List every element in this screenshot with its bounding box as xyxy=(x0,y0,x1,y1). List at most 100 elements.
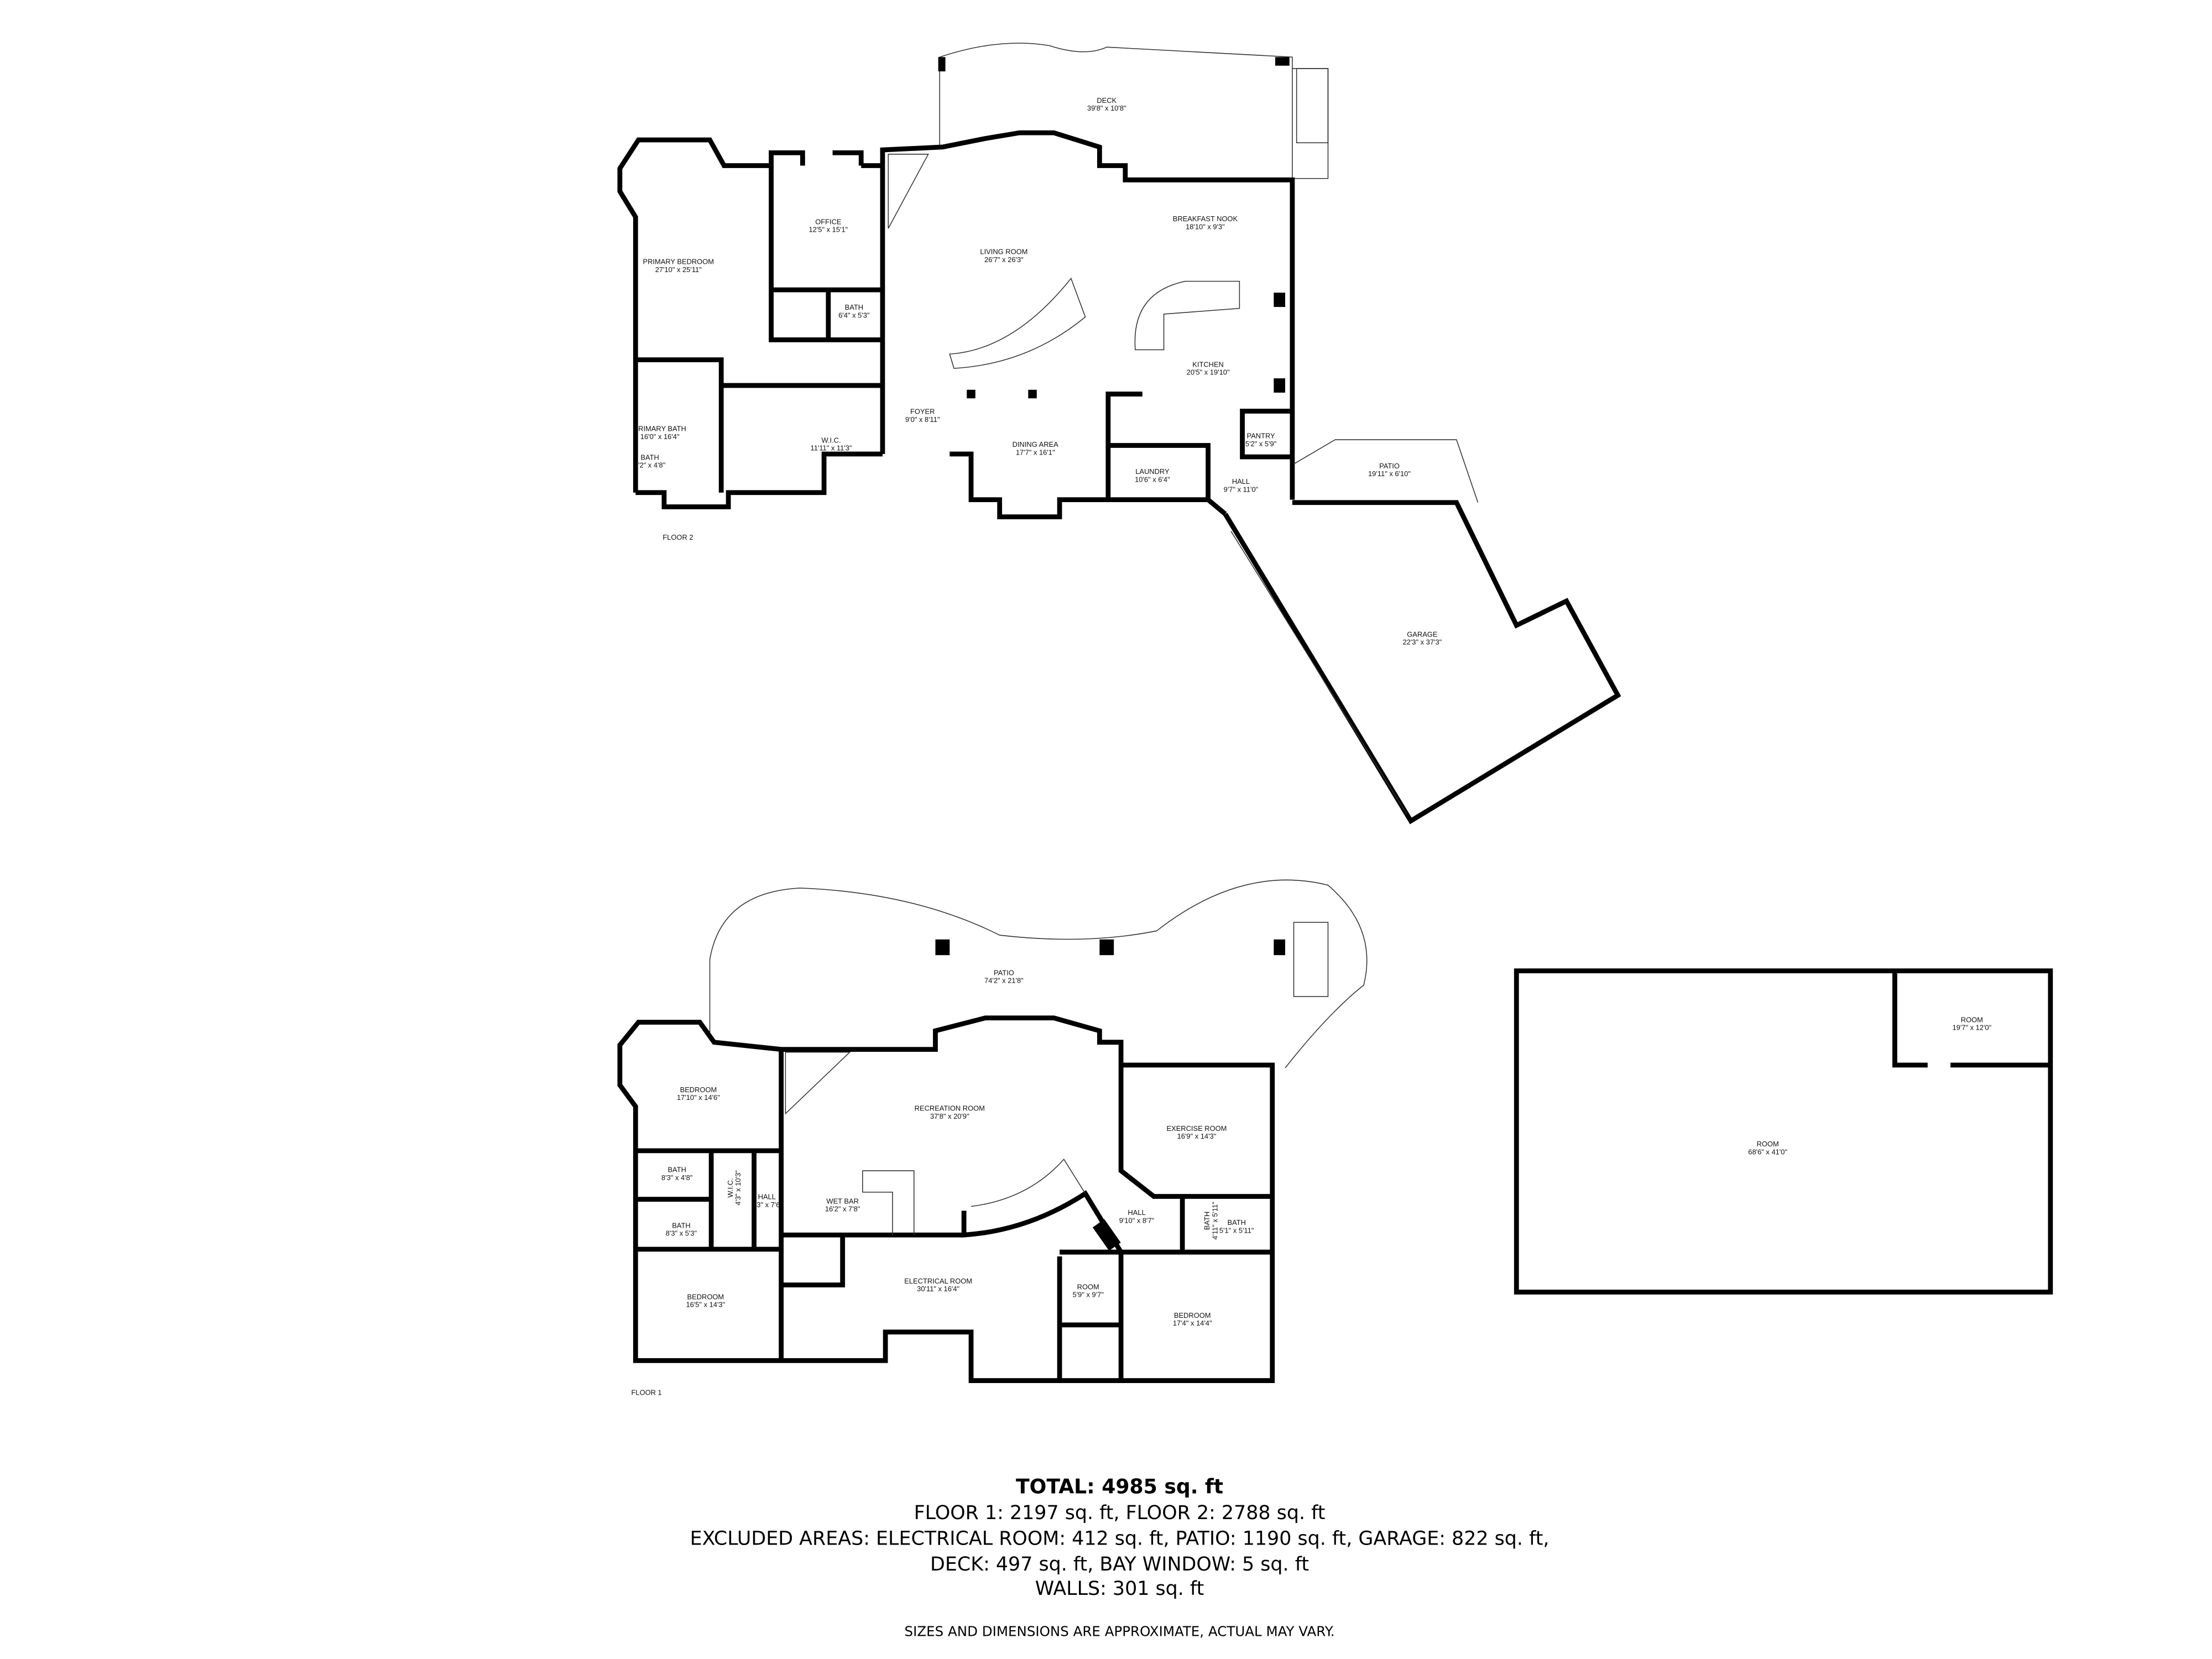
column xyxy=(1274,293,1286,307)
room-dimensions: 3'3" x 7'6" xyxy=(752,1201,783,1209)
deck-post xyxy=(1275,57,1290,66)
room-name: RECREATION ROOM xyxy=(915,1104,985,1113)
room-name: PATIO xyxy=(994,968,1014,977)
patio-stairs xyxy=(1293,922,1329,997)
column xyxy=(935,939,950,956)
room-dimensions: 4'11" x 5'11" xyxy=(1211,1202,1219,1240)
excluded-areas-line-1: EXCLUDED AREAS: ELECTRICAL ROOM: 412 sq.… xyxy=(690,1527,1550,1550)
fireplace xyxy=(785,1051,851,1115)
room-name: GARAGE xyxy=(1407,630,1438,638)
room-dimensions: 6'4" x 5'3" xyxy=(838,311,870,319)
room-dimensions: 3'2" x 4'8" xyxy=(634,461,666,469)
column xyxy=(1274,939,1286,956)
excluded-areas-line-2: DECK: 497 sq. ft, BAY WINDOW: 5 sq. ft xyxy=(930,1553,1309,1575)
room-dimensions: 8'3" x 4'8" xyxy=(661,1173,693,1182)
total-area: TOTAL: 4985 sq. ft xyxy=(1016,1475,1223,1499)
area-summary: TOTAL: 4985 sq. ft FLOOR 1: 2197 sq. ft,… xyxy=(690,1475,1550,1640)
room-dimensions: 8'3" x 5'3" xyxy=(666,1229,697,1238)
room-dimensions: 19'7" x 12'0" xyxy=(1952,1024,1991,1032)
column xyxy=(1274,378,1286,393)
garage-door-line xyxy=(1230,531,1407,815)
room-name: BATH xyxy=(845,303,863,311)
room-name: BATH xyxy=(1203,1212,1211,1230)
room-name: KITCHEN xyxy=(1192,361,1224,369)
wet-bar-counter xyxy=(862,1170,915,1235)
room-name: ROOM xyxy=(1961,1016,1983,1024)
floor-1-walls xyxy=(617,1015,1275,1383)
floor-2-plan xyxy=(617,43,1621,825)
room-name: W.I.C. xyxy=(821,436,841,444)
room-name: BATH xyxy=(672,1221,690,1229)
room-name: HALL xyxy=(1128,1208,1145,1217)
floor-1-plan xyxy=(617,879,1368,1383)
room-dimensions: 17'4" x 14'4" xyxy=(1173,1319,1212,1327)
outbuilding-plan xyxy=(1514,968,2053,1295)
column xyxy=(1028,389,1037,399)
room-name: EXERCISE ROOM xyxy=(1167,1124,1227,1133)
room-name: BATH xyxy=(640,453,659,461)
room-label: W.I.C.11'11" x 11'3" xyxy=(811,436,852,452)
room-label: W.I.C.4'3" x 10'3" xyxy=(726,1170,742,1206)
wall-block xyxy=(1092,1219,1121,1251)
deck-stairs xyxy=(1296,68,1329,143)
room-dimensions: 5'1" x 5'11" xyxy=(1219,1226,1254,1234)
room-name: ROOM xyxy=(1077,1282,1099,1291)
room-name: ELECTRICAL ROOM xyxy=(904,1277,972,1285)
deck-outline xyxy=(939,43,1329,179)
room-dimensions: 9'10" x 8'7" xyxy=(1119,1216,1155,1224)
room-dimensions: 16'0" x 16'4" xyxy=(640,432,680,441)
room-label: BATH4'11" x 5'11" xyxy=(1203,1202,1219,1240)
room-dimensions: 5'2" x 5'9" xyxy=(1245,440,1277,448)
room-name: BATH xyxy=(667,1166,686,1174)
room-dimensions: 74'2" x 21'8" xyxy=(984,977,1024,985)
room-dimensions: 16'9" x 14'3" xyxy=(1177,1132,1217,1140)
patio-outline xyxy=(709,879,1368,1068)
floor-2-label: FLOOR 2 xyxy=(662,533,693,541)
room-dimensions: 4'3" x 10'3" xyxy=(734,1170,742,1206)
room-name: PANTRY xyxy=(1247,432,1275,440)
room-dimensions: 16'5" x 14'3" xyxy=(686,1301,725,1309)
room-name: ROOM xyxy=(1757,1140,1779,1148)
room-name: BATH xyxy=(1228,1218,1246,1227)
room-name: WET BAR xyxy=(826,1197,859,1205)
staircase xyxy=(949,277,1086,369)
room-name: PATIO xyxy=(1379,462,1400,470)
room-name: PRIMARY BATH xyxy=(634,425,686,433)
room-dimensions: 22'3" x 37'3" xyxy=(1403,638,1442,646)
room-name: PRIMARY BEDROOM xyxy=(643,258,714,266)
room-name: DINING AREA xyxy=(1013,440,1058,448)
room-dimensions: 11'11" x 11'3" xyxy=(811,444,852,452)
room-dimensions: 17'10" x 14'6" xyxy=(677,1093,720,1102)
room-name: HALL xyxy=(1232,477,1250,486)
room-name: BREAKFAST NOOK xyxy=(1173,215,1238,223)
room-dimensions: 68'6" x 41'0" xyxy=(1748,1147,1787,1156)
room-dimensions: 16'2" x 7'8" xyxy=(825,1205,860,1213)
room-dimensions: 9'0" x 8'11" xyxy=(905,415,940,424)
outbuilding-walls xyxy=(1514,968,2053,1295)
